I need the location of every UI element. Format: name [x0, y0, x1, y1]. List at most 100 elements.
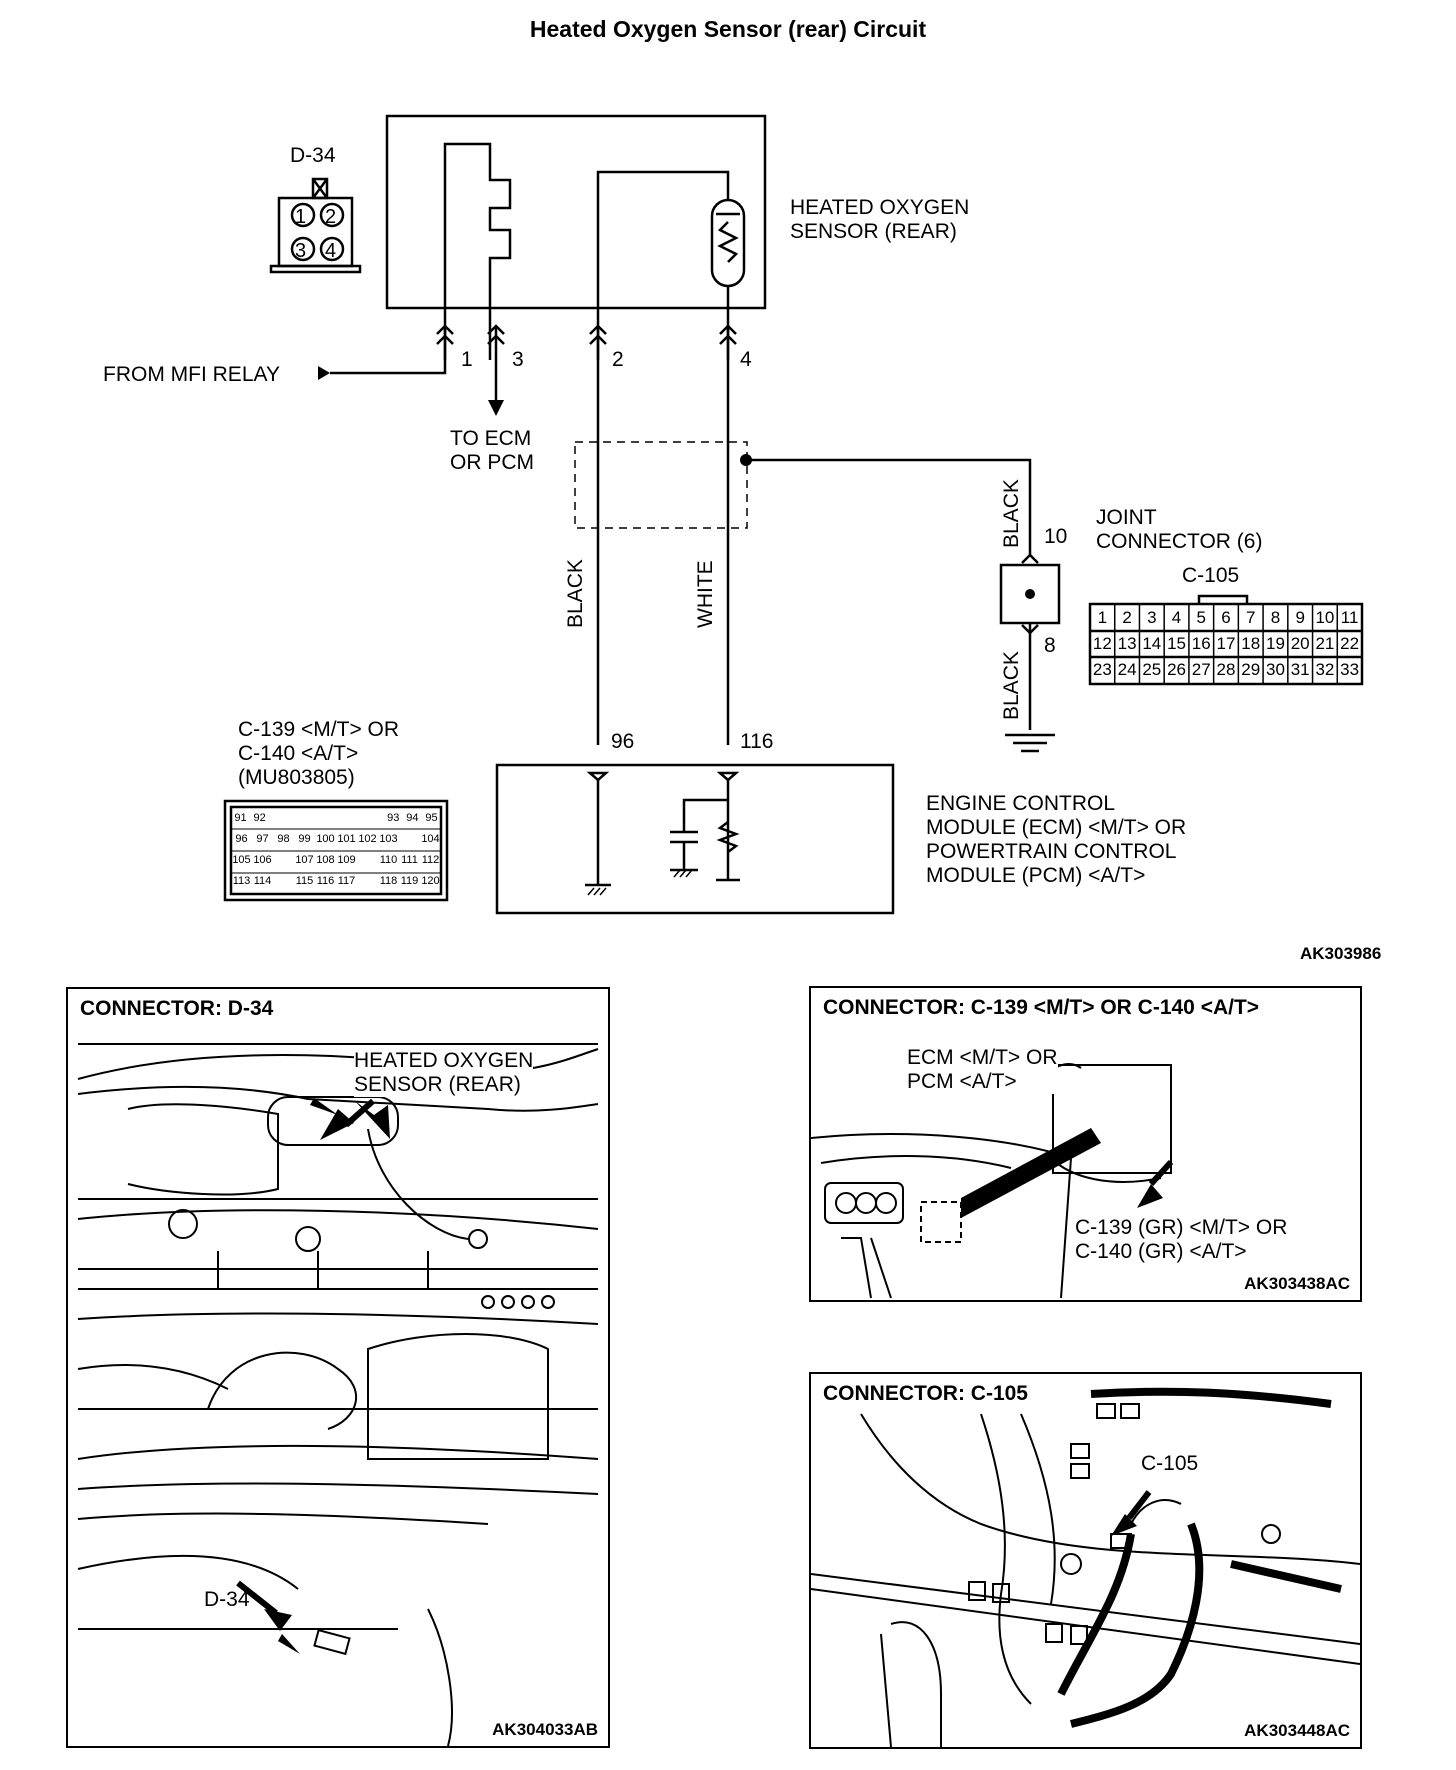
panel-d34-ref: AK304033AB: [492, 1720, 598, 1739]
ecm-connector-pin: 96: [235, 833, 247, 845]
wire-black-joint-bottom: BLACK: [1000, 651, 1023, 720]
svg-text:POWERTRAIN CONTROL: POWERTRAIN CONTROL: [926, 840, 1176, 863]
sensor-pin-1: 1: [461, 348, 473, 371]
panel-c139-title: CONNECTOR: C-139 <M/T> OR C-140 <A/T>: [823, 996, 1260, 1019]
panel-d34-callout: D-34: [204, 1588, 250, 1611]
wire-black-left: BLACK: [564, 559, 587, 628]
ecm-pin-96: 96: [611, 730, 634, 753]
ecm-connector-pin: 109: [337, 854, 355, 866]
ecm-connector-label: C-139 <M/T> OR: [238, 718, 399, 741]
ecm-connector-pin: 102: [358, 833, 376, 845]
ecm-connector-pin: 112: [422, 854, 440, 866]
diagram-ref: AK303986: [1300, 944, 1382, 963]
joint-pin-8: 8: [1044, 634, 1056, 657]
c105-pin: 33: [1340, 660, 1359, 679]
sensor-pin-4: 4: [740, 348, 752, 371]
ecm-connector-pin: 115: [296, 875, 314, 887]
c105-pin: 4: [1172, 608, 1181, 627]
svg-text:MODULE (PCM) <A/T>: MODULE (PCM) <A/T>: [926, 864, 1145, 887]
panel-c105-callout: C-105: [1141, 1452, 1199, 1476]
ecm-connector-pin: 93: [387, 812, 399, 824]
c105-pin: 9: [1295, 608, 1304, 627]
c105-pin: 14: [1142, 634, 1161, 653]
ecm-connector-pin: 114: [254, 875, 272, 887]
svg-text:CONNECTOR (6): CONNECTOR (6): [1096, 530, 1262, 553]
joint-pin-10: 10: [1044, 525, 1067, 548]
c105-pin: 32: [1315, 660, 1334, 679]
svg-text:SENSOR (REAR): SENSOR (REAR): [790, 220, 957, 243]
svg-text:(MU803805): (MU803805): [238, 766, 355, 789]
c105-pin: 26: [1167, 660, 1186, 679]
c105-pin: 11: [1341, 608, 1359, 627]
ecm-connector: [223, 799, 449, 902]
from-mfi-relay-label: FROM MFI RELAY: [103, 363, 280, 386]
c105-pin: 23: [1093, 660, 1112, 679]
c105-pin: 24: [1118, 660, 1137, 679]
c105-pin: 2: [1122, 608, 1131, 627]
ecm-connector-pin: 111: [401, 854, 418, 866]
ecm-connector-pin: 104: [421, 833, 439, 845]
ecm-connector-pin: 108: [316, 854, 334, 866]
ecm-connector-pin: 98: [277, 833, 289, 845]
c105-pin: 25: [1142, 660, 1161, 679]
c105-pin: 28: [1217, 660, 1236, 679]
svg-text:2: 2: [325, 206, 336, 228]
panel-d34-title: CONNECTOR: D-34: [80, 997, 274, 1020]
svg-text:C-140 <A/T>: C-140 <A/T>: [238, 742, 358, 765]
ecm-connector-pin: 119: [401, 875, 419, 887]
c105-pin: 27: [1192, 660, 1211, 679]
c105-pin: 13: [1118, 634, 1137, 653]
svg-text:MODULE (ECM) <M/T> OR: MODULE (ECM) <M/T> OR: [926, 816, 1186, 839]
svg-text:1: 1: [295, 206, 306, 228]
ecm-connector-pin: 101: [337, 833, 355, 845]
ecm-label: ENGINE CONTROL: [926, 792, 1115, 815]
circuit-diagram: D-34 1 2 3 4 HEATED OXYGEN SENSOR (REAR)…: [103, 114, 1364, 915]
ecm-connector-pin: 95: [425, 812, 437, 824]
panel-c105-title: CONNECTOR: C-105: [823, 1382, 1028, 1406]
heater-element: [443, 142, 512, 360]
ecm-connector-pin: 99: [298, 833, 310, 845]
ecm-connector-pin: 105: [232, 854, 250, 866]
c105-pin: 17: [1217, 634, 1236, 653]
ecm-connector-pin: 106: [253, 854, 271, 866]
ecm-connector-pin: 107: [295, 854, 313, 866]
panel-c105-ref: AK303448AC: [1244, 1721, 1350, 1740]
ecm-connector-pin: 100: [316, 833, 334, 845]
c139-illustration: [811, 1063, 1174, 1299]
c105-pin: 20: [1291, 634, 1310, 653]
ecm-connector-pin: 97: [256, 833, 268, 845]
ecm-connector-pin: 92: [254, 812, 266, 824]
sensor-element: [596, 170, 730, 360]
wire-black-joint-top: BLACK: [1000, 479, 1023, 548]
svg-text:3: 3: [295, 240, 306, 262]
wire-white-right: WHITE: [694, 560, 717, 628]
c105-pin: 3: [1147, 608, 1156, 627]
ecm-connector-pin: 113: [233, 875, 251, 887]
ecm-connector-pin: 103: [379, 833, 397, 845]
svg-text:4: 4: [325, 240, 336, 262]
c105-pin: 22: [1340, 634, 1359, 653]
sensor-box: [385, 114, 767, 310]
c105-pin: 1: [1098, 608, 1107, 627]
to-ecm-label: TO ECM: [450, 427, 531, 450]
ecm-connector-pin: 91: [234, 812, 246, 824]
panel-c139-ref: AK303438AC: [1244, 1274, 1350, 1293]
c105-illustration: [811, 1387, 1360, 1747]
panel-c139-connector-label: C-139 (GR) <M/T> OR C-140 (GR) <A/T>: [1075, 1216, 1288, 1264]
ecm-connector-pin: 94: [406, 812, 418, 824]
c105-label: C-105: [1182, 564, 1239, 587]
panel-c105: CONNECTOR: C-105 C-105 AK303448AC: [809, 1372, 1362, 1749]
panel-d34-sensor-label: HEATED OXYGEN SENSOR (REAR): [354, 1049, 534, 1097]
sensor-pin-2: 2: [612, 348, 624, 371]
c105-pin: 6: [1221, 608, 1230, 627]
c105-pin: 7: [1246, 608, 1255, 627]
d34-illustration: [77, 1043, 599, 1746]
c105-pin: 8: [1271, 608, 1280, 627]
ecm-connector-pin: 116: [317, 875, 335, 887]
panel-c139: CONNECTOR: C-139 <M/T> OR C-140 <A/T> EC…: [809, 986, 1362, 1302]
c105-pin: 31: [1291, 660, 1310, 679]
c105-connector: [1088, 602, 1364, 686]
panel-c139-ecm-label: ECM <M/T> OR PCM <A/T>: [907, 1046, 1058, 1094]
